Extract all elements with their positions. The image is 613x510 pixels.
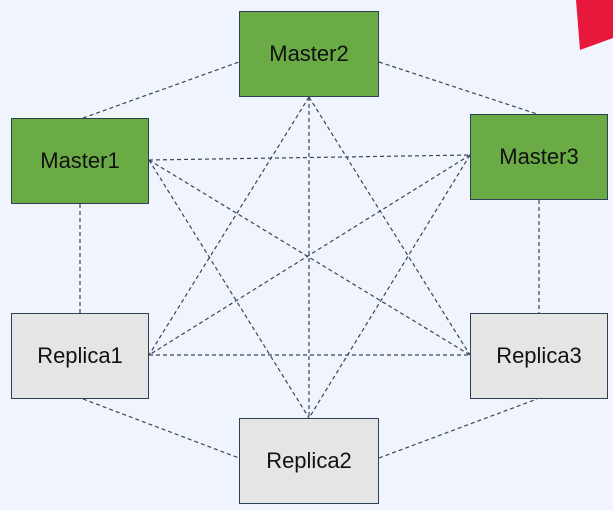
edge-replica1-replica2 [82, 398, 240, 459]
node-replica1: Replica1 [11, 313, 149, 399]
node-master2: Master2 [239, 11, 379, 97]
node-replica2-label: Replica2 [266, 448, 352, 473]
edge-master2-replica3 [308, 96, 471, 356]
node-master1-label: Master1 [40, 148, 120, 173]
node-replica3: Replica3 [470, 313, 608, 399]
edge-replica2-replica3 [378, 398, 538, 459]
node-master1: Master1 [11, 118, 149, 204]
node-replica2: Replica2 [239, 418, 379, 504]
edge-master2-replica1 [148, 96, 310, 356]
node-master3-label: Master3 [499, 144, 579, 169]
edge-master1-master2 [82, 61, 240, 119]
node-replica1-label: Replica1 [37, 343, 123, 368]
node-replica3-label: Replica3 [496, 343, 582, 368]
node-master3: Master3 [470, 114, 608, 200]
edge-master2-master3 [378, 61, 538, 115]
node-master2-label: Master2 [269, 41, 349, 66]
edge-master1-master3 [148, 154, 471, 161]
edge-master3-replica1 [148, 154, 471, 356]
edge-master1-replica2 [148, 159, 310, 419]
edge-master3-replica2 [308, 154, 471, 419]
